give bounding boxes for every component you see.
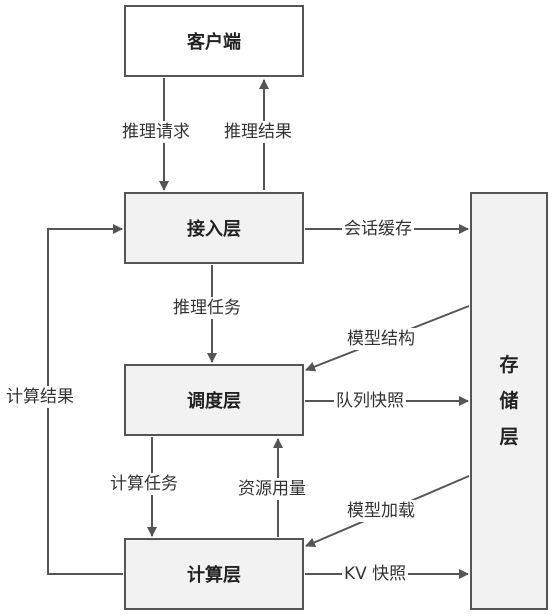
node-compute-layer: 计算层 bbox=[124, 538, 304, 610]
node-client-label: 客户端 bbox=[187, 32, 241, 53]
edge-label-compute-result: 计算结果 bbox=[4, 386, 76, 408]
edge-label-model-loading: 模型加载 bbox=[345, 500, 417, 522]
node-scheduler-label: 调度层 bbox=[187, 391, 241, 412]
edge-label-compute-task: 计算任务 bbox=[108, 473, 180, 495]
edge-label-session-cache: 会话缓存 bbox=[342, 218, 414, 240]
node-access-layer: 接入层 bbox=[124, 192, 304, 264]
node-compute-label: 计算层 bbox=[187, 565, 241, 586]
edge-label-model-structure: 模型结构 bbox=[345, 328, 417, 350]
edge-label-kv-snapshot: KV 快照 bbox=[342, 563, 409, 585]
node-storage-label-char: 储 bbox=[499, 390, 519, 412]
node-client: 客户端 bbox=[124, 5, 304, 77]
node-scheduler-layer: 调度层 bbox=[124, 364, 304, 436]
edge-label-inference-result: 推理结果 bbox=[222, 121, 294, 143]
edge-label-inference-request: 推理请求 bbox=[120, 121, 192, 143]
node-access-label: 接入层 bbox=[187, 219, 241, 240]
node-storage-label-char: 层 bbox=[499, 426, 519, 448]
node-storage-label-char: 存 bbox=[499, 354, 519, 376]
edge-label-resource-usage: 资源用量 bbox=[236, 478, 308, 500]
node-storage-layer: 存 储 层 bbox=[470, 192, 548, 610]
edge-label-inference-task: 推理任务 bbox=[171, 297, 243, 319]
edge-label-queue-snapshot: 队列快照 bbox=[334, 390, 406, 412]
